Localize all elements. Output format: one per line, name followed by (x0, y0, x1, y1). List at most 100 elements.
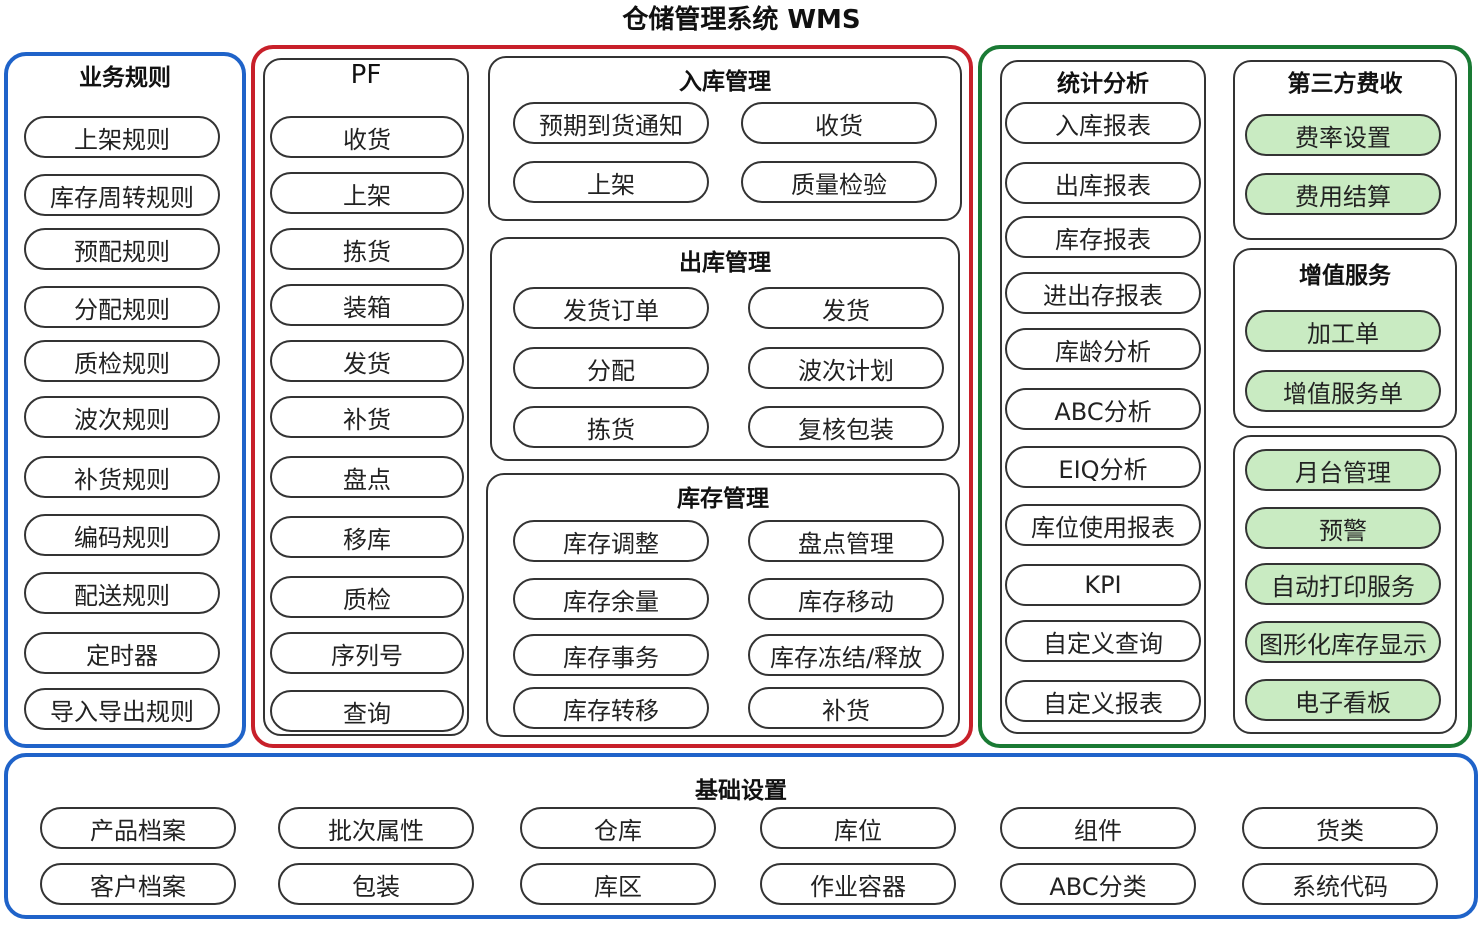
pf-item-6[interactable]: 补货 (270, 396, 464, 438)
pill-label: EIQ分析 (1058, 455, 1148, 484)
basic-settings-item-6[interactable]: 货类 (1242, 807, 1438, 849)
business-rules-item-9[interactable]: 配送规则 (24, 572, 220, 614)
pill-label: 包装 (352, 872, 400, 901)
pill-label: 补货规则 (74, 465, 170, 494)
statistics-item-5[interactable]: 库龄分析 (1005, 328, 1201, 370)
pf-item-5[interactable]: 发货 (270, 340, 464, 382)
pf-item-9[interactable]: 质检 (270, 576, 464, 618)
pill-label: 分配规则 (74, 295, 170, 324)
third-party-billing-item-1[interactable]: 费率设置 (1245, 114, 1441, 156)
basic-settings-item-11[interactable]: ABC分类 (1000, 863, 1196, 905)
statistics-item-4[interactable]: 进出存报表 (1005, 272, 1201, 314)
basic-settings-item-4[interactable]: 库位 (760, 807, 956, 849)
pf-item-7[interactable]: 盘点 (270, 456, 464, 498)
basic-settings-item-10[interactable]: 作业容器 (760, 863, 956, 905)
business-rules-item-3[interactable]: 预配规则 (24, 228, 220, 270)
basic-settings-item-3[interactable]: 仓库 (520, 807, 716, 849)
inventory-item-6[interactable]: 库存冻结/释放 (748, 634, 944, 676)
misc-services-box: 月台管理预警自动打印服务图形化库存显示电子看板 (1233, 435, 1457, 734)
misc-services-item-4[interactable]: 图形化库存显示 (1245, 621, 1441, 663)
inventory-item-3[interactable]: 库存余量 (513, 578, 709, 620)
business-rules-item-2[interactable]: 库存周转规则 (24, 174, 220, 216)
pill-label: 库存移动 (798, 587, 894, 616)
outbound-item-5[interactable]: 拣货 (513, 406, 709, 448)
basic-settings-item-9[interactable]: 库区 (520, 863, 716, 905)
basic-settings-item-2[interactable]: 批次属性 (278, 807, 474, 849)
inventory-item-8[interactable]: 补货 (748, 687, 944, 729)
business-rules-panel: 业务规则 上架规则库存周转规则预配规则分配规则质检规则波次规则补货规则编码规则配… (4, 52, 246, 748)
inventory-item-2[interactable]: 盘点管理 (748, 520, 944, 562)
statistics-item-11[interactable]: 自定义报表 (1005, 680, 1201, 722)
pill-label: 批次属性 (328, 816, 424, 845)
pf-item-8[interactable]: 移库 (270, 516, 464, 558)
core-modules-frame (251, 45, 973, 748)
statistics-item-8[interactable]: 库位使用报表 (1005, 504, 1201, 546)
business-rules-item-5[interactable]: 质检规则 (24, 340, 220, 382)
pill-label: 组件 (1074, 816, 1122, 845)
pill-label: 上架 (587, 170, 635, 199)
inventory-box: 库存管理 库存调整盘点管理库存余量库存移动库存事务库存冻结/释放库存转移补货 (486, 473, 960, 737)
basic-settings-item-8[interactable]: 包装 (278, 863, 474, 905)
pf-item-2[interactable]: 上架 (270, 172, 464, 214)
statistics-item-2[interactable]: 出库报表 (1005, 162, 1201, 204)
inventory-item-1[interactable]: 库存调整 (513, 520, 709, 562)
statistics-item-3[interactable]: 库存报表 (1005, 216, 1201, 258)
pill-label: 收货 (815, 111, 863, 140)
pf-item-4[interactable]: 装箱 (270, 284, 464, 326)
pill-label: 电子看板 (1295, 688, 1391, 717)
basic-settings-item-12[interactable]: 系统代码 (1242, 863, 1438, 905)
basic-settings-item-1[interactable]: 产品档案 (40, 807, 236, 849)
value-added-item-1[interactable]: 加工单 (1245, 310, 1441, 352)
misc-services-item-1[interactable]: 月台管理 (1245, 449, 1441, 491)
statistics-item-7[interactable]: EIQ分析 (1005, 446, 1201, 488)
pf-item-1[interactable]: 收货 (270, 116, 464, 158)
inbound-item-4[interactable]: 质量检验 (741, 161, 937, 203)
value-added-item-2[interactable]: 增值服务单 (1245, 370, 1441, 412)
outbound-item-2[interactable]: 发货 (748, 287, 944, 329)
statistics-item-9[interactable]: KPI (1005, 564, 1201, 606)
pill-label: 上架规则 (74, 125, 170, 154)
inbound-item-3[interactable]: 上架 (513, 161, 709, 203)
inbound-item-2[interactable]: 收货 (741, 102, 937, 144)
pill-label: 编码规则 (74, 523, 170, 552)
business-rules-item-10[interactable]: 定时器 (24, 632, 220, 674)
pill-label: 客户档案 (90, 872, 186, 901)
inventory-item-5[interactable]: 库存事务 (513, 634, 709, 676)
third-party-billing-item-2[interactable]: 费用结算 (1245, 173, 1441, 215)
outbound-item-4[interactable]: 波次计划 (748, 347, 944, 389)
inbound-item-1[interactable]: 预期到货通知 (513, 102, 709, 144)
outbound-item-1[interactable]: 发货订单 (513, 287, 709, 329)
pill-label: 波次计划 (798, 356, 894, 385)
business-rules-item-4[interactable]: 分配规则 (24, 286, 220, 328)
pf-item-11[interactable]: 查询 (270, 690, 464, 732)
business-rules-item-11[interactable]: 导入导出规则 (24, 688, 220, 730)
analytics-frame (978, 45, 1472, 748)
pf-item-10[interactable]: 序列号 (270, 632, 464, 674)
pill-label: 库存冻结/释放 (769, 643, 923, 672)
outbound-item-3[interactable]: 分配 (513, 347, 709, 389)
business-rules-item-6[interactable]: 波次规则 (24, 396, 220, 438)
misc-services-item-5[interactable]: 电子看板 (1245, 679, 1441, 721)
basic-settings-item-5[interactable]: 组件 (1000, 807, 1196, 849)
statistics-item-10[interactable]: 自定义查询 (1005, 620, 1201, 662)
basic-settings-item-7[interactable]: 客户档案 (40, 863, 236, 905)
business-rules-item-1[interactable]: 上架规则 (24, 116, 220, 158)
pf-item-3[interactable]: 拣货 (270, 228, 464, 270)
pill-label: KPI (1084, 571, 1122, 599)
business-rules-item-7[interactable]: 补货规则 (24, 456, 220, 498)
inventory-item-4[interactable]: 库存移动 (748, 578, 944, 620)
pill-label: 发货订单 (563, 296, 659, 325)
pill-label: 费用结算 (1295, 182, 1391, 211)
page-title: 仓储管理系统 WMS (622, 5, 861, 35)
pill-label: 入库报表 (1055, 111, 1151, 140)
pill-label: 补货 (822, 696, 870, 725)
pill-label: 拣货 (587, 415, 635, 444)
misc-services-item-2[interactable]: 预警 (1245, 507, 1441, 549)
business-rules-item-8[interactable]: 编码规则 (24, 514, 220, 556)
statistics-item-6[interactable]: ABC分析 (1005, 388, 1201, 430)
pill-label: 发货 (822, 296, 870, 325)
outbound-item-6[interactable]: 复核包装 (748, 406, 944, 448)
inventory-item-7[interactable]: 库存转移 (513, 687, 709, 729)
statistics-item-1[interactable]: 入库报表 (1005, 102, 1201, 144)
misc-services-item-3[interactable]: 自动打印服务 (1245, 563, 1441, 605)
